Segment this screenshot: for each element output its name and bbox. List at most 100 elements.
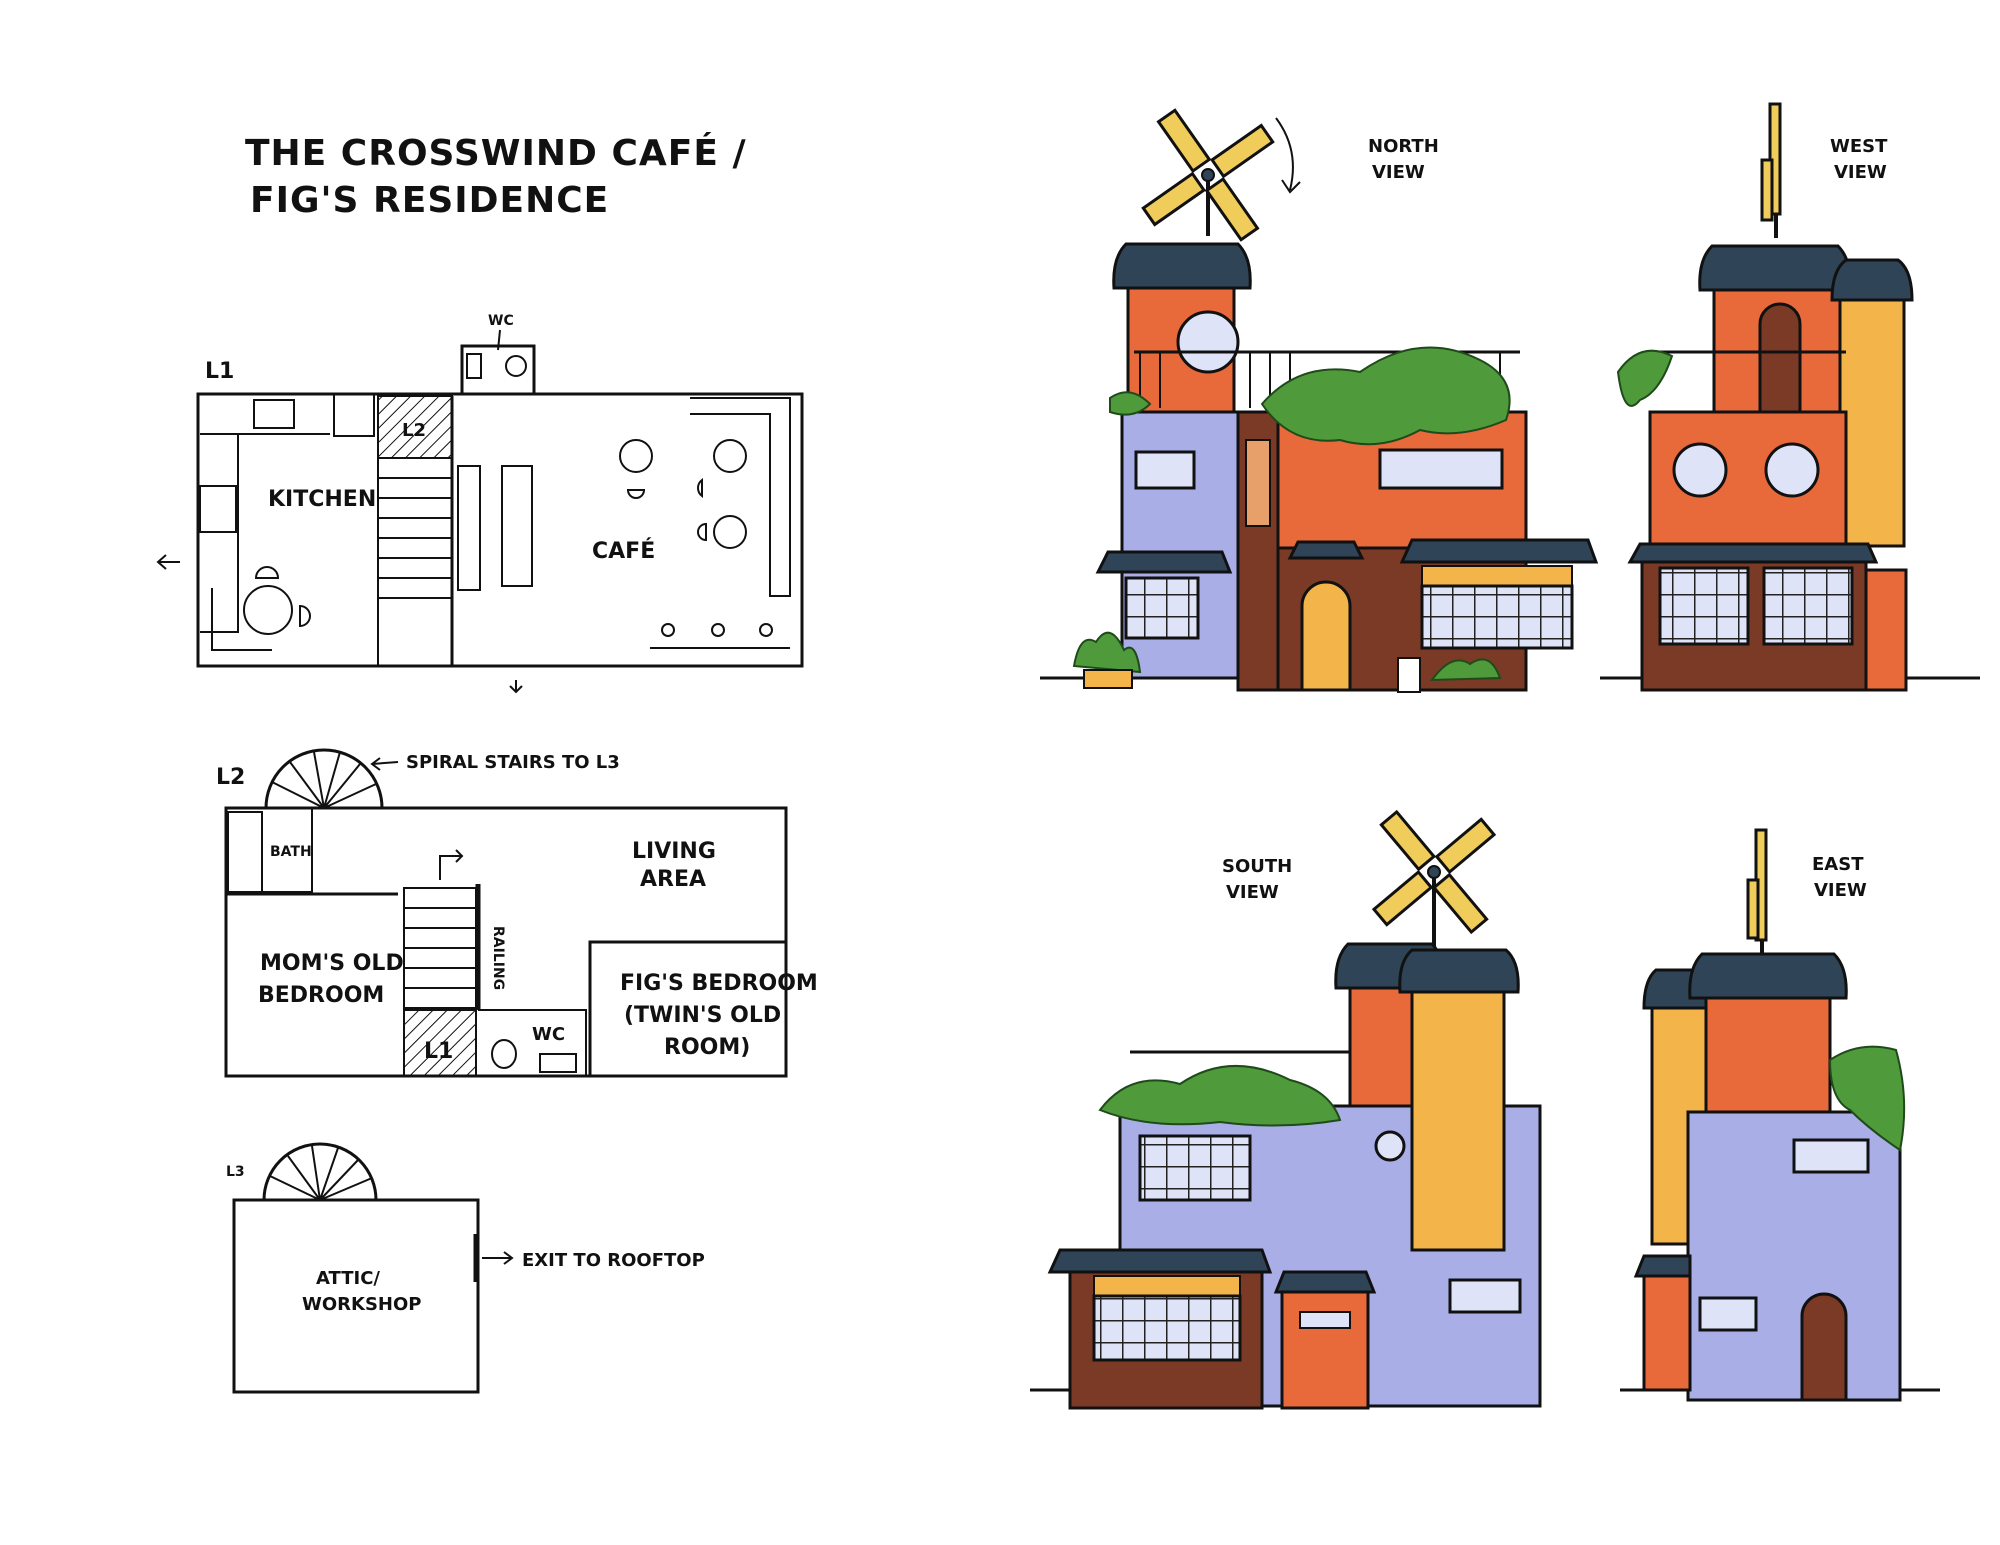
north-stained-glass — [1421, 565, 1573, 587]
l2-moms-label-1: MOM'S OLD — [260, 951, 404, 976]
east-view-illustration: EAST VIEW — [1620, 828, 1940, 1402]
l2-stairs-label: L1 — [424, 1039, 453, 1064]
east-orange-tower — [1704, 988, 1832, 1114]
south-roof-garden — [1098, 1065, 1342, 1127]
l1-wc-label: WC — [488, 313, 514, 329]
l1-bench — [211, 588, 272, 651]
l2-wc-sink — [539, 1053, 577, 1073]
east-lower-window — [1698, 1296, 1758, 1332]
l3-outer-wall — [232, 1198, 480, 1394]
east-upper-window — [1792, 1138, 1870, 1174]
west-windmill — [1760, 102, 1782, 238]
north-lower-left-window — [1124, 576, 1200, 640]
east-windmill — [1746, 828, 1768, 960]
level-label-l3: L3 — [226, 1164, 245, 1180]
title-line-1: THE CROSSWIND CAFÉ / — [245, 132, 747, 174]
south-annex-window — [1299, 1311, 1351, 1329]
south-upper-window — [1138, 1134, 1252, 1202]
l1-kitchen-counter-left — [200, 433, 239, 633]
l1-wc-sink — [466, 353, 482, 379]
l1-chair-1 — [626, 489, 646, 499]
l3-attic-label-1: ATTIC/ — [316, 1268, 380, 1289]
north-view-label-1: NORTH — [1368, 136, 1439, 157]
east-side-awning — [1633, 1254, 1692, 1278]
level-label-l2: L2 — [216, 765, 245, 790]
sheet-title: THE CROSSWIND CAFÉ / FIG'S RESIDENCE — [245, 132, 747, 221]
south-windmill — [1371, 809, 1497, 960]
l2-bathtub — [227, 811, 263, 893]
l1-stool-1 — [661, 623, 675, 637]
south-shop-window — [1092, 1294, 1242, 1362]
l2-wc-label: WC — [532, 1024, 565, 1045]
l1-cafe-label: CAFÉ — [592, 538, 655, 564]
l1-counter — [501, 465, 533, 587]
east-tower-roof — [1688, 952, 1848, 1000]
l2-figs-label-2: (TWIN'S OLD — [624, 1003, 781, 1028]
l1-fridge — [333, 393, 375, 437]
east-view-label-2: VIEW — [1814, 880, 1867, 901]
l1-kitchen-label: KITCHEN — [268, 487, 376, 512]
l2-figs-wall — [588, 940, 786, 1076]
floorplan-level-1: L1 WC KITCHEN L2 — [156, 313, 804, 694]
l1-dining-chair-2 — [299, 604, 311, 628]
north-tower-roof — [1112, 242, 1252, 290]
north-left-awning — [1095, 550, 1233, 574]
west-view-label-1: WEST — [1830, 136, 1888, 157]
l1-stairs — [377, 457, 453, 667]
l2-figs-label-1: FIG'S BEDROOM — [620, 971, 818, 996]
l2-living-label-2: AREA — [640, 867, 706, 892]
south-stained-glass — [1093, 1275, 1241, 1297]
l1-stairs-label: L2 — [402, 420, 426, 441]
west-silo-roof — [1830, 258, 1914, 302]
north-round-window — [1176, 310, 1240, 374]
north-shop-awning — [1399, 538, 1599, 564]
west-round-window-right — [1764, 442, 1820, 498]
north-windmill — [1141, 108, 1301, 242]
l2-spiral-label: SPIRAL STAIRS TO L3 — [406, 752, 620, 773]
north-upper-left-window — [1134, 450, 1196, 490]
south-shop-awning — [1047, 1248, 1273, 1274]
west-round-window-left — [1672, 442, 1728, 498]
north-door-awning — [1287, 540, 1365, 560]
north-planter — [1083, 669, 1133, 689]
l1-entrance-arrow — [509, 680, 523, 694]
south-view-label-2: VIEW — [1226, 882, 1279, 903]
south-right-window — [1448, 1278, 1522, 1314]
south-view-illustration: SOUTH VIEW — [1030, 809, 1542, 1410]
north-upper-right-window — [1378, 448, 1504, 490]
l2-moms-label-2: BEDROOM — [258, 983, 384, 1008]
title-line-2: FIG'S RESIDENCE — [250, 180, 609, 221]
l1-dining-table — [243, 585, 293, 635]
l1-wc-pointer — [497, 329, 501, 351]
l3-spiral-stairs — [262, 1142, 378, 1202]
l1-table-1 — [619, 439, 653, 473]
l1-wall-bench — [457, 465, 481, 591]
l2-wc-wall — [478, 1009, 587, 1076]
north-potted-plants-left — [1072, 631, 1142, 674]
l1-chair-2 — [697, 477, 703, 499]
north-potted-plants-right — [1430, 658, 1502, 682]
l2-wc-toilet — [491, 1039, 517, 1069]
l2-stairs-arrow — [439, 849, 464, 880]
l2-stairs — [403, 887, 477, 1009]
south-silo-roof — [1398, 948, 1520, 994]
south-orange-annex — [1280, 1290, 1370, 1410]
l1-cafe-bar — [690, 397, 791, 597]
l3-spiral-steps — [269, 1145, 373, 1201]
west-window-left — [1658, 566, 1750, 646]
south-round-window — [1374, 1130, 1406, 1162]
east-door — [1800, 1292, 1848, 1402]
l2-spiral-stairs — [264, 748, 384, 810]
north-left-vine — [1109, 391, 1152, 416]
l1-wc-toilet — [505, 355, 527, 377]
l1-exit-arrow-left — [156, 554, 180, 570]
north-menu-board — [1397, 657, 1421, 693]
west-view-label-2: VIEW — [1834, 162, 1887, 183]
west-window-right — [1762, 566, 1854, 646]
west-side-annex — [1864, 568, 1908, 692]
north-view-illustration: NORTH VIEW — [1040, 108, 1599, 693]
l1-kitchen-sink — [253, 399, 295, 429]
west-awning — [1627, 542, 1879, 564]
north-front-door — [1300, 580, 1352, 692]
